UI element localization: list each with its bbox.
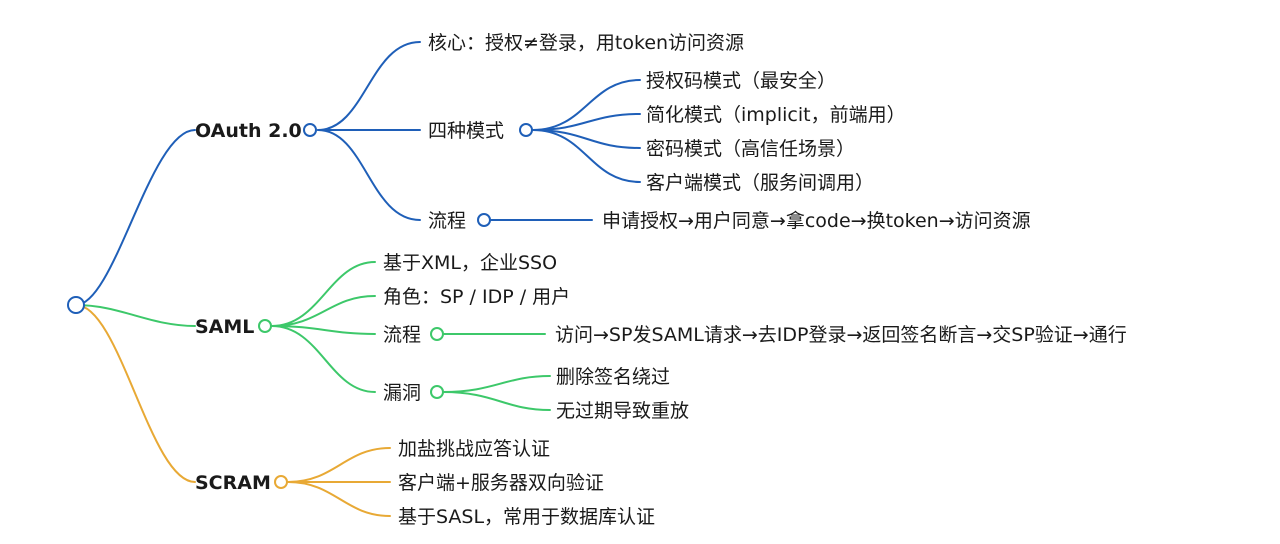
saml-vuln-dot — [430, 385, 444, 399]
oauth-mode-item: 授权码模式（最安全） — [646, 70, 836, 92]
root-node — [67, 296, 85, 314]
edge-saml-flow — [271, 325, 376, 335]
oauth-modes-label: 四种模式 — [428, 120, 504, 142]
saml-flow-detail: 访问→SP发SAML请求→去IDP登录→返回签名断言→交SP验证→通行 — [555, 324, 1127, 346]
edge-modes-4 — [532, 129, 641, 183]
scram-item: 基于SASL，常用于数据库认证 — [398, 506, 655, 528]
edge-oauth-flow — [317, 129, 421, 221]
scram-branch: SCRAM 加盐挑战应答认证 客户端+服务器双向验证 基于SASL，常用于数据库… — [75, 304, 655, 528]
scram-title: SCRAM — [195, 472, 271, 494]
edge-scram-1 — [287, 447, 391, 483]
saml-flow-dot — [430, 327, 444, 341]
scram-item: 加盐挑战应答认证 — [398, 438, 550, 460]
oauth-branch: OAuth 2.0 核心：授权≠登录，用token访问资源 四种模式 授权码模式… — [75, 32, 1031, 306]
modes-node-dot — [519, 123, 533, 137]
oauth-flow-dot — [477, 213, 491, 227]
edge-saml-roles — [271, 295, 376, 327]
oauth-flow-detail: 申请授权→用户同意→拿code→换token→访问资源 — [602, 209, 1031, 232]
saml-flow-label: 流程 — [383, 324, 421, 346]
scram-item: 客户端+服务器双向验证 — [398, 472, 604, 494]
edge-root-oauth — [75, 129, 196, 306]
edge-saml-basis — [271, 261, 376, 327]
oauth-title: OAuth 2.0 — [195, 120, 302, 142]
oauth-node-dot — [303, 123, 317, 137]
edge-scram-3 — [287, 481, 391, 517]
edge-root-saml — [75, 304, 196, 327]
saml-node-dot — [258, 319, 272, 333]
edge-vuln-2 — [442, 391, 551, 411]
saml-roles-text: 角色：SP / IDP / 用户 — [383, 286, 570, 308]
oauth-mode-item: 密码模式（高信任场景） — [646, 138, 855, 160]
oauth-flow-label: 流程 — [428, 210, 466, 232]
edge-modes-1 — [532, 79, 641, 131]
oauth-core-text: 核心：授权≠登录，用token访问资源 — [428, 32, 744, 54]
edge-root-scram — [75, 304, 196, 483]
edge-oauth-core — [317, 41, 421, 131]
saml-vuln-item: 删除签名绕过 — [556, 366, 670, 388]
oauth-mode-item: 客户端模式（服务间调用） — [646, 172, 874, 194]
saml-vuln-item: 无过期导致重放 — [556, 400, 689, 422]
edge-modes-2 — [532, 113, 641, 131]
edge-vuln-1 — [442, 375, 551, 393]
oauth-mode-item: 简化模式（implicit，前端用） — [646, 104, 906, 126]
saml-title: SAML — [195, 316, 254, 338]
saml-branch: SAML 基于XML，企业SSO 角色：SP / IDP / 用户 流程 访问→… — [75, 252, 1127, 422]
scram-node-dot — [274, 475, 288, 489]
edge-saml-vuln — [271, 325, 376, 393]
saml-basis-text: 基于XML，企业SSO — [383, 252, 557, 274]
saml-vuln-label: 漏洞 — [383, 382, 421, 404]
